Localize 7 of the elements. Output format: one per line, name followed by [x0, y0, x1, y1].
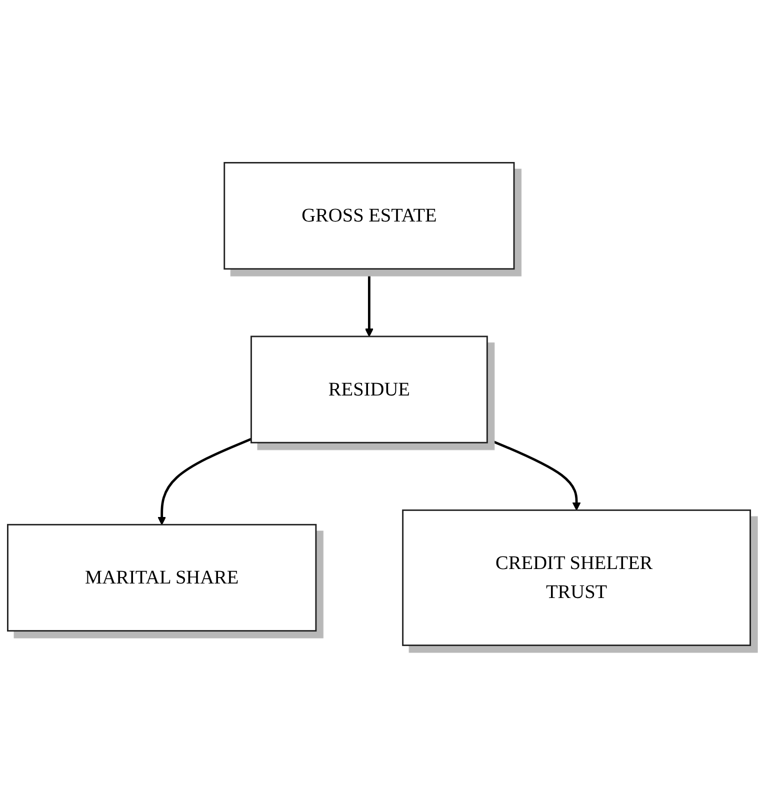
node-box: CREDIT SHELTER TRUST: [402, 510, 751, 647]
arrow: [364, 269, 374, 338]
node-box: RESIDUE: [250, 336, 488, 444]
node-box: MARITAL SHARE: [7, 524, 317, 632]
arrow: [158, 438, 252, 526]
arrow: [486, 438, 581, 512]
node-box: GROSS ESTATE: [224, 162, 515, 270]
